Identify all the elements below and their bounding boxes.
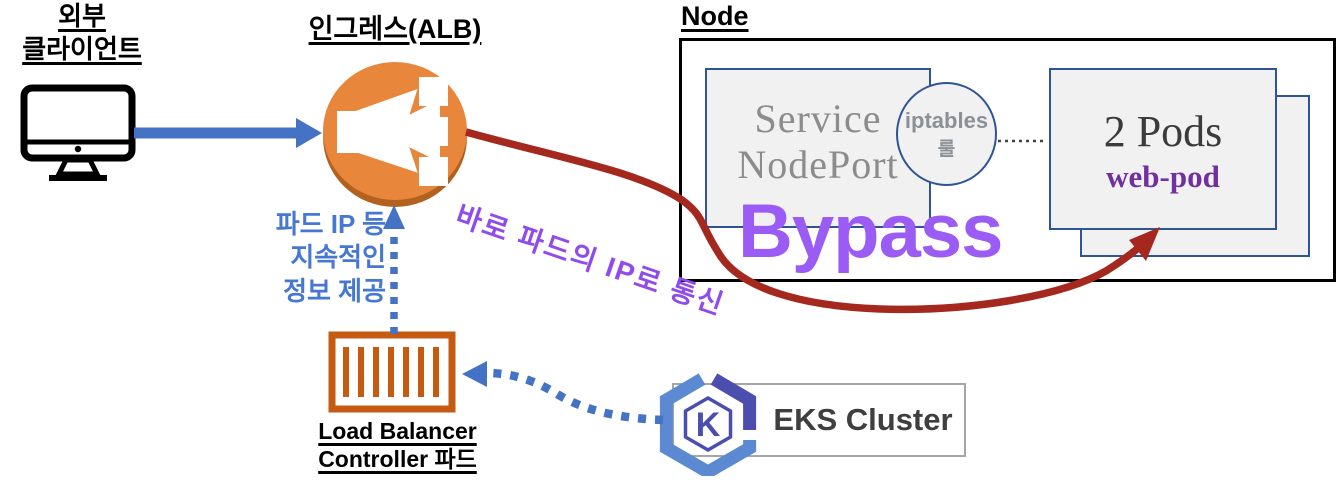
iptables-rule-label: 룰 — [937, 138, 956, 160]
external-client-label: 외부 클라이언트 — [0, 0, 164, 65]
controller-to-alb-dotted-arrow — [383, 205, 405, 334]
provide-info-annotation: 파드 IP 등 지속적인 정보 제공 — [236, 208, 386, 308]
alb-target-node-top — [419, 77, 448, 106]
service-label-line2: NodePort — [737, 142, 899, 187]
alb-source-node — [337, 111, 370, 153]
alb-target-node-mid — [419, 117, 448, 146]
eks-cluster-label: EKS Cluster — [773, 402, 953, 437]
iptables-label: iptables — [904, 107, 989, 133]
eks-hexagon-dark — [710, 373, 757, 430]
external-client-label-line2: 클라이언트 — [22, 33, 142, 64]
monitor-camera-dot — [74, 145, 82, 153]
node-title: Node — [681, 1, 749, 31]
monitor-stand — [54, 157, 102, 177]
lb-controller-label-line2: Controller 파드 — [318, 446, 477, 473]
iptables-rule-badge: iptables 룰 — [896, 82, 997, 186]
external-client-label-line1: 외부 — [58, 1, 106, 31]
monitor-icon — [20, 84, 136, 181]
pods-count-label: 2 Pods — [1103, 107, 1223, 156]
eks-logo-icon: K — [659, 373, 757, 476]
client-to-alb-arrow — [134, 118, 322, 148]
provide-info-line1: 파드 IP 등 — [275, 209, 386, 239]
ingress-alb-title: 인그레스(ALB) — [308, 14, 482, 44]
eks-logo-letter: K — [696, 406, 721, 444]
alb-target-node-bottom — [419, 157, 448, 186]
eks-inner-hexagon — [683, 395, 733, 453]
provide-info-line3: 정보 제공 — [283, 275, 386, 306]
eks-to-controller-dashed-arrow — [462, 361, 664, 425]
container-stripes — [343, 347, 439, 397]
alb-load-balancer-icon — [323, 62, 467, 207]
lb-controller-pod-icon — [328, 331, 456, 413]
lb-controller-label-line1: Load Balancer — [318, 418, 477, 444]
bypass-label: Bypass — [738, 189, 1003, 274]
lb-controller-label: Load Balancer Controller 파드 — [295, 417, 500, 473]
provide-info-line2: 지속적인 — [290, 242, 386, 273]
alb-arrow-bottom — [350, 105, 418, 173]
pod-name-label: web-pod — [1106, 159, 1220, 194]
pod-box-front: 2 Pods web-pod — [1049, 68, 1277, 230]
eks-hexagon-light — [659, 373, 757, 476]
